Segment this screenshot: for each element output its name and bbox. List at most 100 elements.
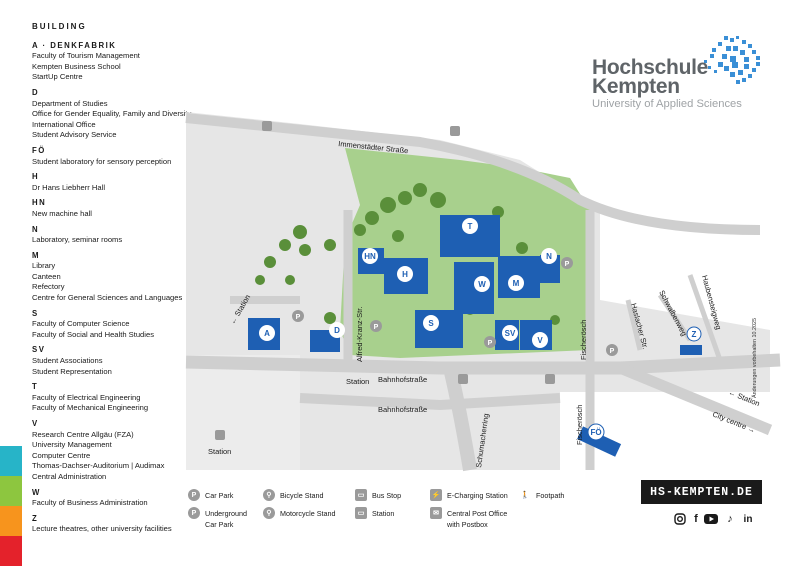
legend-building-code: W — [32, 487, 41, 497]
map-key-label: Bus Stop — [372, 491, 402, 500]
website-url[interactable]: HS-KEMPTEN.DE — [641, 480, 762, 504]
svg-text:V: V — [537, 336, 543, 345]
legend-building-code: H — [32, 172, 40, 182]
car-park-icon: P — [188, 489, 200, 501]
badge-hn: HN — [362, 248, 378, 264]
legend-building-line: Student Associations — [32, 356, 103, 366]
svg-text:P: P — [296, 314, 301, 321]
post-office-icon: ✉ — [430, 507, 442, 519]
legend-building-line: Student Representation — [32, 366, 112, 376]
trees — [255, 183, 560, 347]
legend-building-code: M — [32, 250, 40, 260]
legend-building-line: Student Advisory Service — [32, 130, 117, 140]
street-fischersteig-2: Fischerösch — [575, 405, 584, 445]
road-schwalbenweg — [657, 293, 693, 342]
legend-building-line: Thomas-Dachser-Auditorium | Audimax — [32, 461, 165, 471]
logo-name: Hochschule Kempten — [592, 56, 709, 97]
map-key-item: ⚲ Bicycle Stand — [263, 489, 324, 501]
tiktok-icon[interactable]: ♪ — [727, 513, 733, 525]
map-key-label: Bicycle Stand — [280, 491, 324, 500]
station-icon: ▭ — [355, 507, 367, 519]
color-strip-red — [0, 536, 22, 566]
legend-building-line: Department of Studies — [32, 98, 108, 108]
legend-building-line: StartUp Centre — [32, 72, 83, 82]
legend-building-line: Student laboratory for sensory perceptio… — [32, 156, 172, 166]
badge-a: A — [259, 325, 275, 341]
map-key-label: Footpath — [536, 491, 565, 500]
badge-z: Z — [686, 326, 702, 342]
legend-building-code: T — [32, 382, 39, 392]
badge-s: S — [423, 315, 439, 331]
svg-text:M: M — [513, 279, 520, 288]
parking-markers: P P P P P — [292, 257, 618, 356]
logo-line1: Hochschule — [592, 56, 709, 79]
color-strip-green — [0, 476, 22, 506]
legend-building-code: V — [32, 419, 39, 428]
road-immenstaedter — [185, 113, 761, 235]
map-key-item: ▭ Station — [355, 507, 395, 519]
building-z — [680, 345, 702, 355]
linkedin-icon[interactable]: in — [743, 513, 753, 525]
bus-stop-markers — [215, 121, 555, 440]
map-key-label: Underground Car Park — [205, 509, 247, 529]
legend-building-line: Faculty of Computer Science — [32, 319, 130, 329]
building-badges: T H HN W M N S SV V A D Z FÖ — [259, 218, 702, 441]
badge-d: D — [329, 322, 345, 338]
legend-building-line: Faculty of Social and Health Studies — [32, 329, 154, 339]
legend-building-line: Canteen — [32, 271, 61, 281]
legend-building-line: International Office — [32, 119, 96, 129]
legend-building-line: Computer Centre — [32, 450, 91, 460]
youtube-icon[interactable] — [704, 512, 718, 526]
map-key-label: Station — [372, 509, 395, 518]
badge-t: T — [462, 218, 478, 234]
legend-building-line: Research Centre Allgäu (FZA) — [32, 429, 134, 439]
street-bahnhof-2: Bahnhofstraße — [378, 405, 427, 414]
legend-building-code: Z — [32, 513, 39, 523]
legend-building-code: HN — [32, 198, 47, 208]
svg-text:S: S — [428, 319, 434, 328]
building-s — [415, 310, 463, 348]
hatched-area — [186, 355, 300, 470]
street-bahnhof-1: Bahnhofstraße — [378, 375, 427, 384]
svg-text:SV: SV — [505, 329, 516, 338]
legend-title: BUILDING — [32, 22, 87, 31]
road-haslacher — [625, 299, 643, 351]
label-station-bottom: Station — [208, 447, 231, 456]
instagram-icon[interactable] — [673, 512, 687, 526]
svg-text:P: P — [488, 340, 493, 347]
color-strip-orange — [0, 506, 22, 536]
legend-building-line: Faculty of Tourism Management — [32, 51, 140, 61]
legend-building-line: Lecture theatres, other university facil… — [32, 524, 172, 534]
legend-building-line: Faculty of Mechanical Engineering — [32, 403, 149, 413]
svg-text:A: A — [264, 329, 270, 338]
badge-foe: FÖ — [587, 423, 605, 441]
road-city — [617, 362, 773, 436]
badge-h: H — [397, 266, 413, 282]
road-bahnhof — [185, 353, 781, 375]
map-key-label: Central Post Office with Postbox — [447, 509, 508, 529]
changes-note: Änderungen vorbehalten 10.2025 — [752, 317, 758, 398]
svg-text:W: W — [478, 280, 486, 289]
facebook-icon[interactable]: f — [694, 513, 698, 525]
map-key-item: 🚶Footpath — [519, 490, 565, 501]
legend-building-code: S — [32, 308, 39, 318]
legend-building-line: Faculty of Business Administration — [32, 498, 148, 508]
badge-w: W — [474, 276, 490, 292]
bicycle-stand-icon: ⚲ — [263, 489, 275, 501]
svg-text:P: P — [610, 348, 615, 355]
